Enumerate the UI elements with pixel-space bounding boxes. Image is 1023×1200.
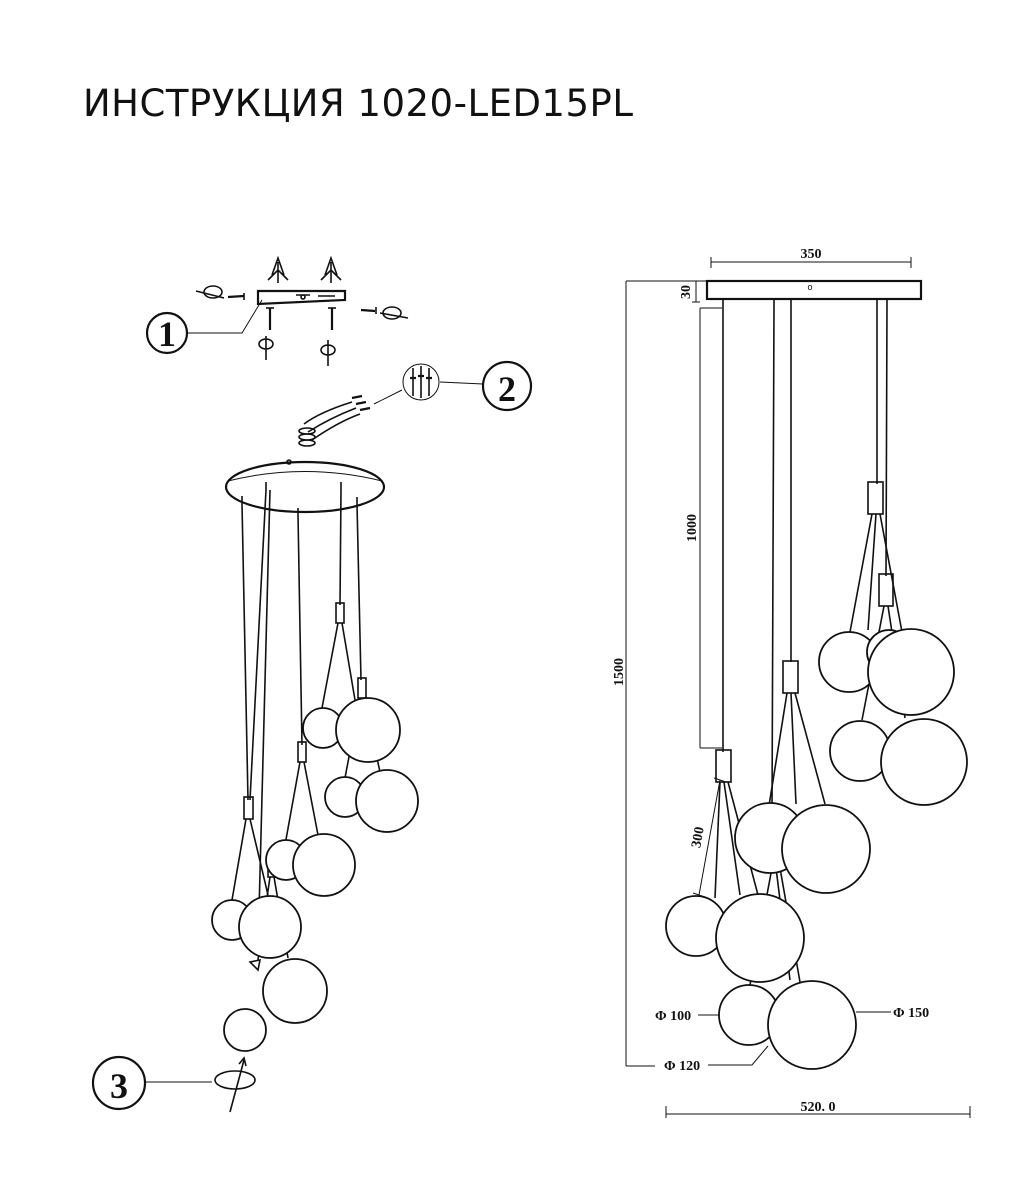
mounting-bracket — [256, 289, 347, 306]
total-width-dimension-line — [665, 1106, 971, 1118]
diameter-120-leader — [708, 1045, 769, 1066]
step-1-leader — [187, 299, 263, 334]
dim-total-height-1500: 1500 — [612, 658, 627, 686]
screw-icon — [258, 307, 336, 366]
dim-canopy-30: 30 — [679, 285, 694, 299]
width-dimension-line — [710, 257, 912, 268]
wall-anchor-icon — [267, 255, 342, 283]
canopy — [224, 459, 386, 514]
diameter-150-label: Φ 150 — [893, 1006, 929, 1021]
cable — [241, 489, 362, 951]
dimension-drawing: 350 o 30 1500 1000 300 — [612, 247, 971, 1118]
assembly-drawing: 1 2 — [91, 255, 533, 1113]
step-2-label: 2 — [498, 369, 516, 409]
dim-width-350: 350 — [801, 247, 822, 262]
canopy-mark: o — [807, 282, 812, 292]
step-1-label: 1 — [158, 314, 176, 354]
dim-total-width-520: 520. 0 — [801, 1100, 836, 1115]
step-3-label: 3 — [110, 1066, 128, 1106]
dim-cable-1000: 1000 — [685, 514, 700, 542]
step-2-badge — [481, 360, 533, 412]
step-2-leader — [439, 381, 484, 385]
step-3-badge — [91, 1055, 147, 1111]
globe-lamp — [211, 697, 419, 1052]
dim-pendant-300: 300 — [689, 826, 707, 849]
holder — [243, 602, 367, 878]
wire-connector-icon — [298, 363, 440, 447]
cable — [722, 303, 888, 813]
screw-icon — [195, 285, 409, 320]
rotate-arrow-icon — [214, 1056, 256, 1113]
diameter-100-label: Φ 100 — [655, 1009, 691, 1024]
canopy — [705, 279, 923, 301]
globe-lamp — [665, 628, 968, 1070]
diameter-120-label: Φ 120 — [664, 1059, 700, 1074]
page-title: ИНСТРУКЦИЯ 1020-LED15PL — [83, 82, 634, 125]
